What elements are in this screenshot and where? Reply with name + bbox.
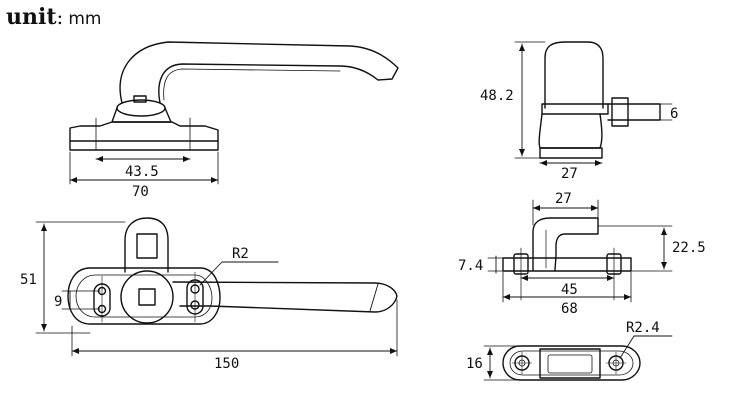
plate-inner-outline (509, 350, 634, 376)
dim-front-hole-spacing: 9 (54, 294, 62, 310)
handle-lever-inner-edge (163, 68, 341, 101)
dim-base-hole-spacing: 45 (561, 282, 578, 298)
side-base-dome (538, 113, 603, 149)
dim-base-top-width: 27 (555, 191, 572, 207)
dim-side-height: 48.2 (480, 88, 514, 104)
unit-value: mm (68, 9, 102, 29)
front-spindle-square (138, 288, 156, 306)
plate-center-slot (547, 354, 593, 374)
dim-inner-width: 43.5 (125, 164, 159, 180)
side-lever-body (544, 41, 604, 109)
handle-top-view: 43.5 70 (69, 41, 399, 200)
handle-side-view: 48.2 27 6 (480, 41, 678, 182)
handle-front-view: R2 51 9 150 (20, 217, 398, 372)
unit-caption: unit: mm (6, 4, 101, 30)
side-tab (607, 103, 661, 121)
side-tab-lug (611, 97, 629, 127)
dim-base-height: 22.5 (672, 240, 706, 256)
dim-plate-radius: R2.4 (626, 320, 660, 336)
front-base-outline (67, 267, 221, 325)
front-lug (124, 217, 169, 273)
unit-label: unit (6, 4, 57, 30)
unit-separator: : (56, 5, 64, 29)
plate-center-block (539, 348, 601, 379)
plate-radius-leader (619, 335, 635, 359)
dim-arrows-base-top-width (533, 205, 598, 211)
dim-arrows-plate-width (487, 348, 493, 378)
side-collar (541, 103, 609, 115)
dim-arrows-side-depth (540, 160, 602, 166)
dim-outer-width: 70 (132, 184, 149, 200)
dim-front-height: 51 (20, 272, 37, 288)
front-lever-tip-line (369, 283, 379, 312)
base-side-hook (532, 217, 599, 271)
dim-tab-thickness: 6 (670, 106, 678, 122)
radius-leader (199, 261, 223, 286)
handle-lever-outline (119, 41, 399, 104)
dim-base-length: 68 (561, 301, 578, 317)
dim-base-thickness: 7.4 (458, 258, 483, 274)
base-side-view: 27 22.5 7.4 45 68 (458, 191, 706, 317)
handle-neck (111, 107, 172, 123)
base-side-plate (502, 257, 632, 272)
plate-outline (502, 345, 641, 381)
handle-base-plate (69, 121, 219, 151)
dim-side-depth: 27 (561, 166, 578, 182)
front-hub (120, 270, 174, 324)
side-base-foot (539, 147, 603, 159)
dim-plate-width: 16 (466, 356, 483, 372)
dim-front-length: 150 (214, 356, 239, 372)
handle-top-cap (133, 95, 147, 103)
base-plate-top-view: R2.4 16 (466, 320, 673, 381)
front-lever (172, 281, 398, 313)
dim-front-radius: R2 (232, 246, 249, 262)
front-lug-square (136, 233, 158, 259)
